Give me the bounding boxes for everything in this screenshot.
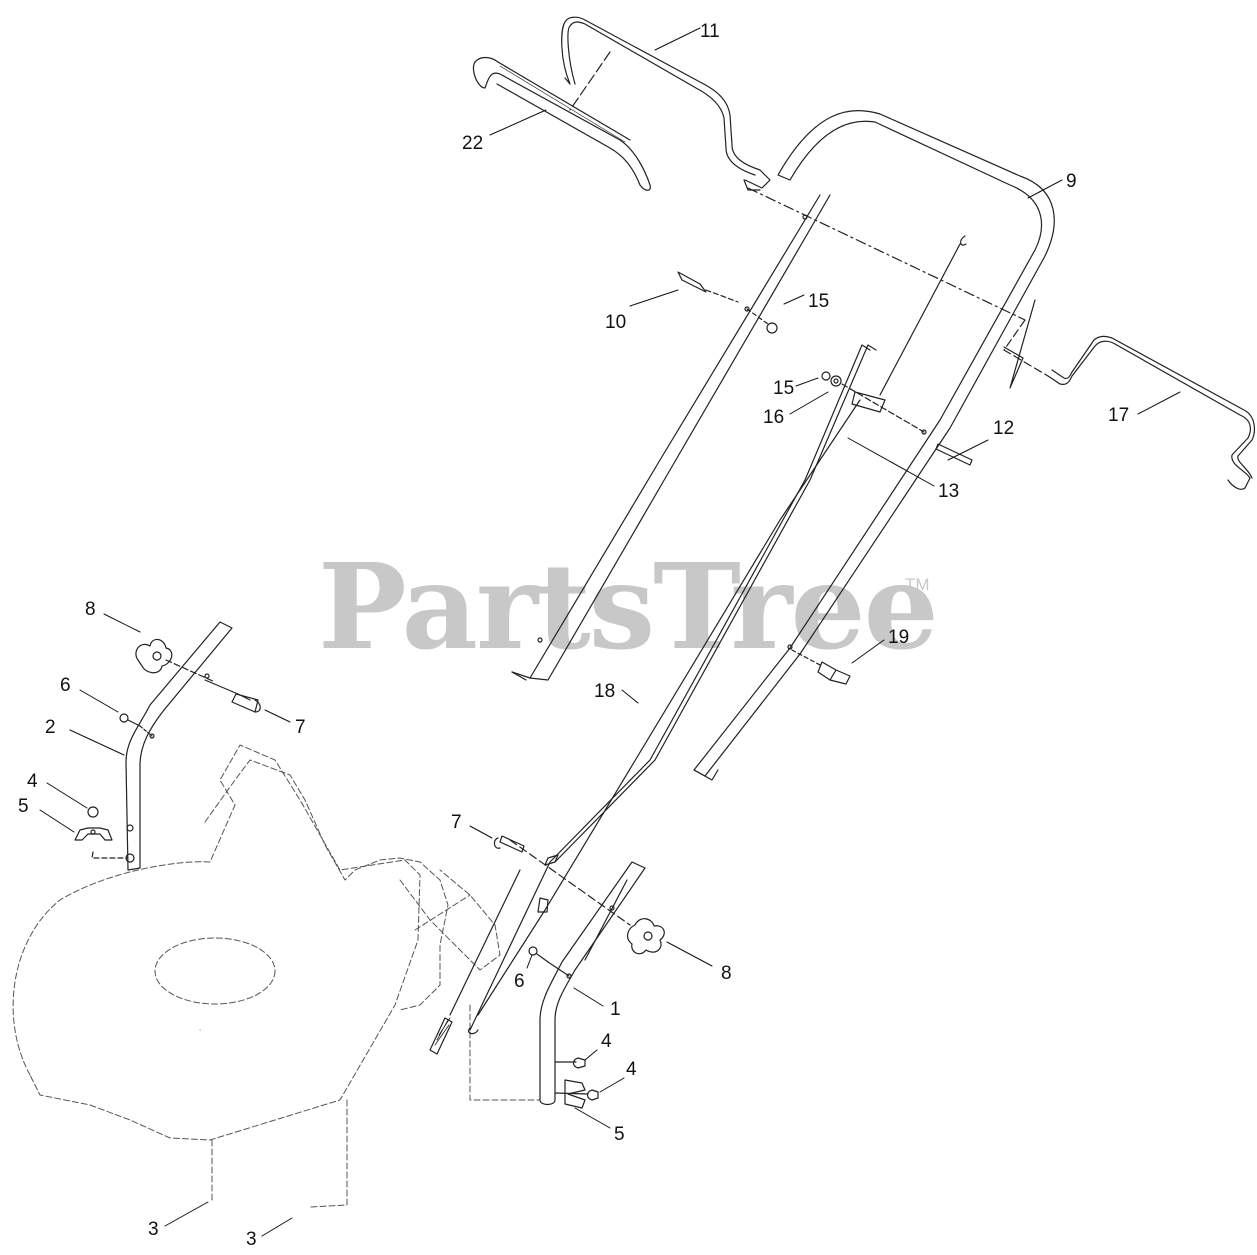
screw-left — [119, 713, 153, 737]
leader-lines — [39, 27, 1181, 1237]
lower-handle-left — [91, 621, 233, 871]
callout-9: 9 — [1066, 171, 1077, 192]
callout-1: 1 — [610, 999, 621, 1020]
bolt-12 — [935, 443, 973, 466]
callout-4b: 4 — [601, 1031, 612, 1052]
watermark-trademark: TM — [905, 575, 930, 594]
bail-upper — [561, 16, 771, 191]
callout-13: 13 — [938, 481, 960, 502]
callout-6b: 6 — [514, 971, 525, 992]
callout-10: 10 — [605, 312, 627, 333]
bail-lower — [1003, 299, 1255, 490]
knob-left — [135, 638, 216, 683]
washer-bracket-right — [554, 1057, 599, 1109]
callout-15b: 15 — [773, 378, 795, 399]
bolt-right — [493, 835, 525, 853]
callout-19: 19 — [888, 627, 910, 648]
upper-handle-loop — [693, 109, 1055, 781]
mower-deck — [12, 744, 541, 1208]
callout-4c: 4 — [626, 1059, 637, 1080]
lower-handle-right — [539, 861, 646, 1106]
cable-guide — [791, 649, 851, 685]
callout-16: 16 — [763, 407, 785, 428]
callout-2: 2 — [45, 717, 56, 738]
callout-3a: 3 — [148, 1219, 159, 1240]
knob-right — [509, 839, 665, 955]
cable-clip — [677, 271, 739, 303]
bolt-left — [204, 679, 261, 713]
callout-12: 12 — [993, 418, 1015, 439]
callout-18: 18 — [594, 681, 616, 702]
callout-6a: 6 — [60, 675, 71, 696]
callout-11: 11 — [700, 21, 720, 42]
callout-17: 17 — [1108, 405, 1130, 426]
callout-8a: 8 — [85, 599, 96, 620]
callout-15a: 15 — [808, 291, 830, 312]
nuts-washer — [746, 308, 925, 433]
callout-5a: 5 — [18, 796, 29, 817]
callout-7b: 7 — [451, 812, 462, 833]
washer-bracket-left — [74, 806, 113, 841]
callout-8b: 8 — [721, 963, 732, 984]
callout-3b: 3 — [246, 1229, 257, 1250]
spring — [429, 869, 521, 1055]
callout-5b: 5 — [614, 1124, 625, 1145]
grip-bar — [472, 56, 651, 191]
watermark: PartsTree — [318, 537, 939, 676]
callout-22: 22 — [462, 133, 484, 154]
upper-handle-left-leg — [511, 194, 831, 681]
control-cable — [468, 235, 967, 1035]
callout-7a: 7 — [295, 717, 306, 738]
callout-4a: 4 — [27, 771, 38, 792]
screw-right — [528, 946, 570, 977]
